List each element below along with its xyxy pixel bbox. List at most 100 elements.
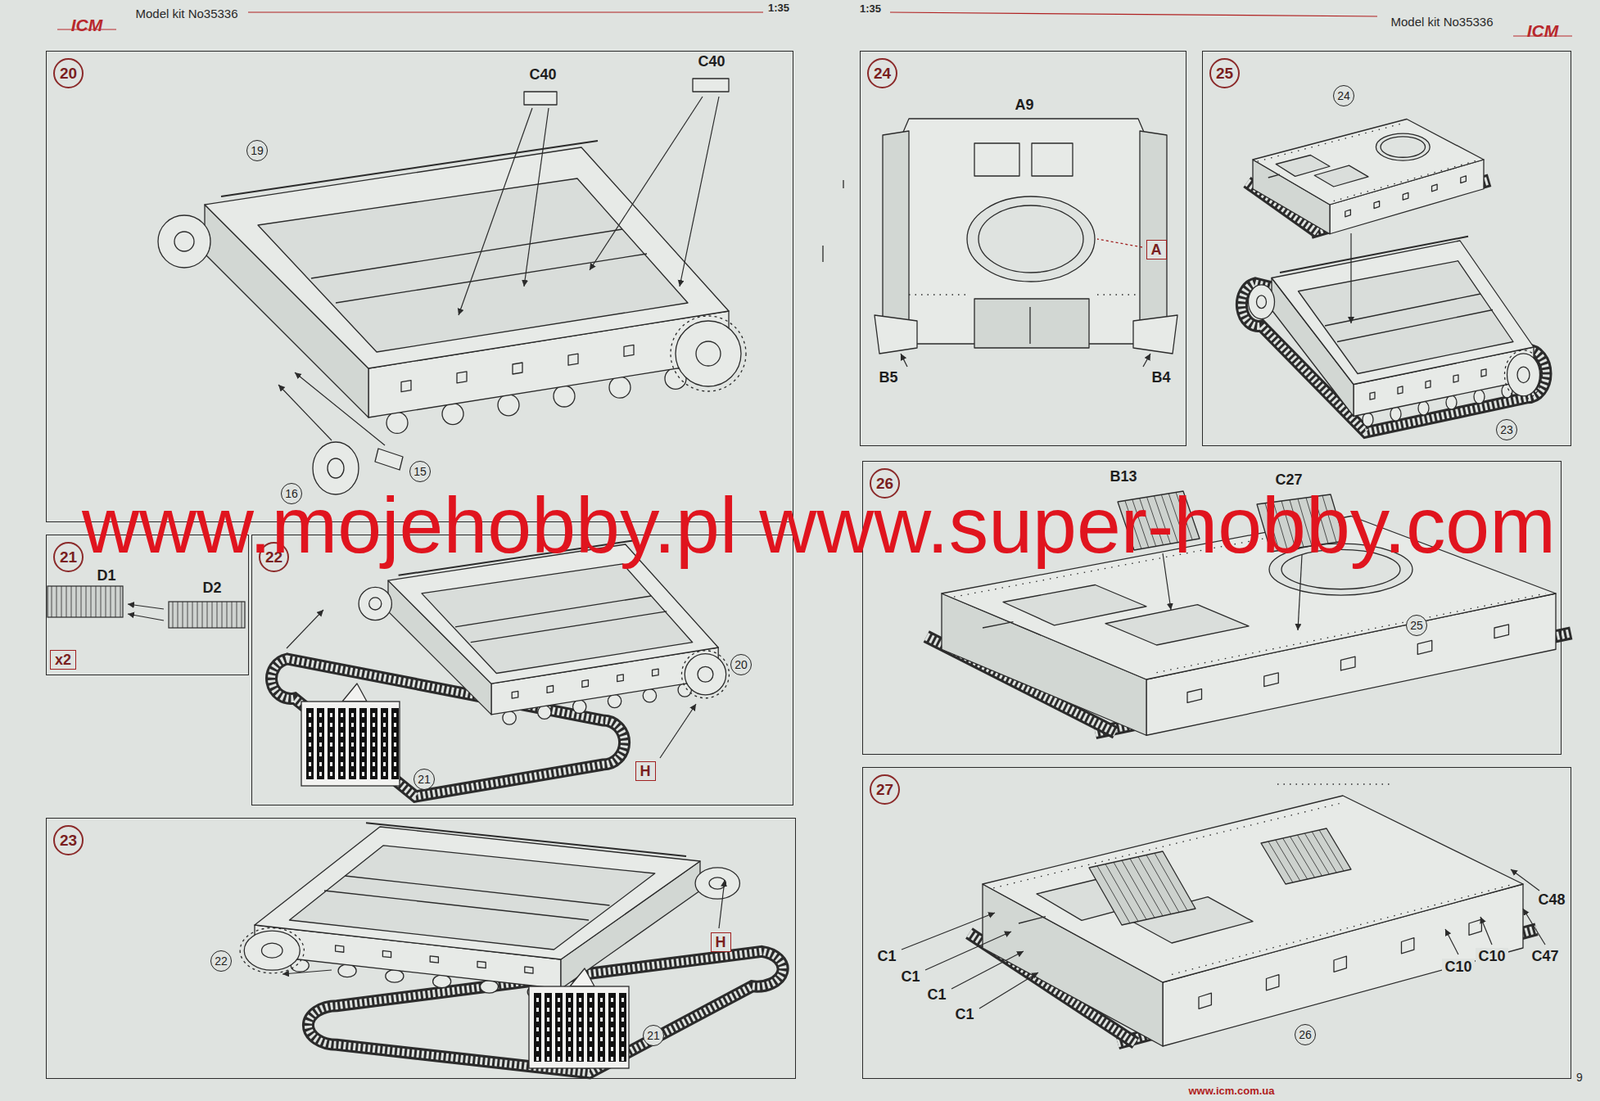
drawing-line (1146, 854, 1180, 913)
track-link (565, 993, 574, 1063)
drive-sprocket (244, 931, 300, 971)
scale-label: 1:35 (765, 2, 792, 15)
hull-bracket (1481, 369, 1487, 377)
illustration (47, 12, 1573, 1074)
track-pin (329, 742, 333, 747)
drawing-line (221, 140, 598, 197)
track-pin (361, 713, 365, 718)
turret-ring (1375, 133, 1430, 161)
drawing-line (324, 890, 589, 921)
track-pin (340, 713, 344, 718)
track-pin (546, 1037, 550, 1042)
wheel-outline (502, 711, 516, 725)
sprocket-teeth (681, 650, 729, 699)
leader-arrow (1143, 353, 1151, 367)
step-number: 23 (53, 825, 84, 856)
drawing-line (1097, 866, 1130, 924)
hull-top (204, 147, 729, 369)
track-pin (610, 1027, 614, 1032)
hull-bracket (652, 668, 660, 677)
idler-wheel (158, 215, 211, 268)
drive-sprocket (684, 654, 726, 696)
turret-ring (967, 196, 1095, 282)
leader-arrow (278, 384, 332, 441)
track-link (619, 993, 627, 1063)
drive-sprocket (675, 320, 742, 387)
drawing-line (85, 586, 87, 618)
fender (882, 131, 909, 328)
drawing-line (76, 586, 77, 618)
drawing-line (51, 586, 53, 618)
track-pin (393, 713, 397, 718)
leader-arrow (127, 604, 164, 610)
fender (1139, 131, 1167, 328)
wheel-outline (479, 980, 498, 995)
leader-arrow (589, 96, 703, 271)
callout-number: 15 (409, 461, 431, 483)
track-pin (319, 752, 322, 757)
track-link (359, 708, 367, 780)
hatch (1105, 605, 1249, 646)
drawing-line (212, 601, 213, 629)
track-pin (383, 742, 386, 747)
track-pin (393, 762, 397, 767)
web-address: www.icm.com.ua (1186, 1085, 1278, 1099)
wheel-outline (433, 975, 452, 989)
drawing-line (366, 822, 687, 857)
leader-arrow (1445, 929, 1459, 955)
fender-part (1133, 315, 1178, 354)
hull-bracket (1425, 380, 1431, 389)
track-pin (329, 732, 333, 737)
track-pin (308, 723, 312, 728)
part-number: C1 (924, 986, 949, 1004)
hull-bracket (335, 945, 344, 953)
reference-letter: x2 (49, 650, 77, 671)
track-pin (600, 1017, 603, 1022)
track-pin (340, 752, 344, 757)
sprocket-teeth (1505, 350, 1543, 400)
track-pin (610, 1007, 614, 1013)
inset-pointer (569, 968, 595, 987)
hull-bracket (401, 380, 412, 393)
track-pin (546, 1027, 550, 1032)
drawing-line (1097, 293, 1140, 295)
kit-number: Model kit No35336 (132, 6, 240, 21)
wheel-outline (1362, 412, 1374, 427)
track-pin (329, 723, 333, 728)
track-pin (383, 732, 386, 737)
track-pin (393, 752, 397, 757)
drive-sprocket (1507, 353, 1541, 397)
track-pin (546, 1047, 550, 1052)
header-rule (890, 12, 1378, 17)
leader-arrow (1523, 908, 1546, 945)
track-link (327, 708, 335, 780)
hull-bracket (1453, 375, 1459, 383)
track-pin (340, 723, 344, 728)
drawing-line (90, 586, 92, 618)
drawing-line (202, 601, 204, 629)
track-pin (361, 772, 365, 777)
track-pin (372, 752, 376, 757)
hull-bracket (512, 362, 523, 375)
hull-bracket (617, 674, 624, 683)
part-number: A9 (1012, 96, 1036, 114)
track-pin (610, 998, 614, 1003)
track-pin (383, 762, 386, 767)
track-pin (372, 732, 376, 737)
track-link (587, 993, 595, 1063)
track-link (338, 708, 346, 780)
reference-letter: A (1146, 239, 1167, 261)
hull-bracket (1341, 656, 1356, 671)
leader-arrow (659, 704, 697, 759)
wheel-outline (1446, 395, 1457, 410)
drawing-line (66, 586, 68, 618)
track-pin (621, 1027, 624, 1032)
track-pin (383, 772, 386, 777)
brand-logo: ICM (1524, 21, 1562, 41)
hull-bracket (1417, 640, 1433, 655)
track-pin (393, 732, 397, 737)
scale-label: 1:35 (857, 3, 884, 16)
track-pin (340, 762, 344, 767)
callout-number: 21 (413, 768, 435, 791)
track-link (316, 708, 325, 780)
